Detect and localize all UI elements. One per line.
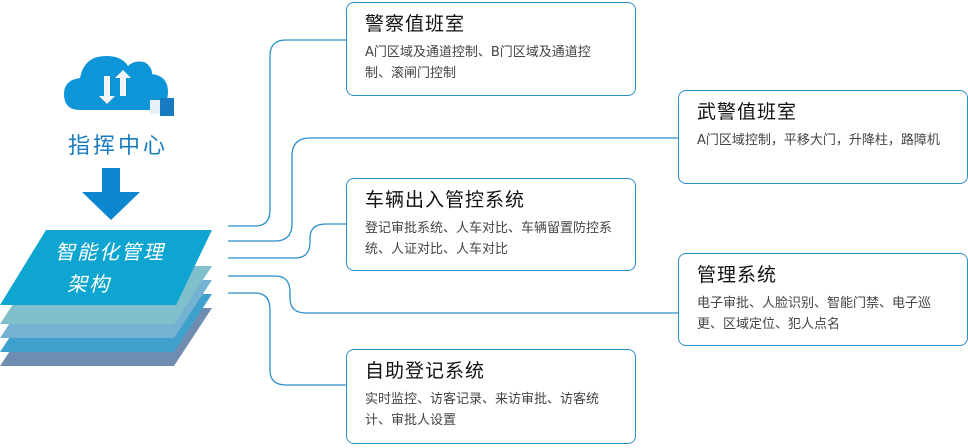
system-box-armed-police-duty: 武警值班室 A门区域控制，平移大门，升降柱，路障机 bbox=[678, 90, 968, 184]
architecture-label-line2: 架构 bbox=[67, 272, 111, 296]
system-title: 自助登记系统 bbox=[365, 360, 486, 382]
system-box-self-registration: 自助登记系统 实时监控、访客记录、来访审批、访客统计、审批人设置 bbox=[346, 349, 636, 444]
down-arrow-icon bbox=[82, 168, 140, 220]
command-center-label: 指挥中心 bbox=[68, 134, 169, 159]
system-desc: 登记审批系统、人车对比、车辆留置防控系统、人证对比、人车对比 bbox=[365, 221, 613, 257]
system-title: 武警值班室 bbox=[697, 101, 798, 123]
cloud-icon bbox=[64, 56, 174, 116]
system-desc: 电子审批、人脸识别、智能门禁、电子巡更、区域定位、犯人点名 bbox=[697, 296, 932, 332]
system-box-police-duty: 警察值班室 A门区域及通道控制、B门区域及通道控制、滚闸门控制 bbox=[346, 2, 636, 96]
system-desc: A门区域控制，平移大门，升降柱，路障机 bbox=[697, 133, 940, 148]
system-desc: A门区域及通道控制、B门区域及通道控制、滚闸门控制 bbox=[365, 45, 591, 81]
system-desc: 实时监控、访客记录、来访审批、访客统计、审批人设置 bbox=[365, 392, 600, 428]
system-title: 管理系统 bbox=[697, 264, 778, 286]
system-box-management: 管理系统 电子审批、人脸识别、智能门禁、电子巡更、区域定位、犯人点名 bbox=[678, 253, 968, 346]
system-title: 警察值班室 bbox=[365, 13, 466, 35]
architecture-label-line1: 智能化管理 bbox=[55, 240, 165, 264]
architecture-label: 智能化管理 架构 bbox=[55, 236, 205, 300]
system-title: 车辆出入管控系统 bbox=[365, 189, 526, 211]
system-box-vehicle-control: 车辆出入管控系统 登记审批系统、人车对比、车辆留置防控系统、人证对比、人车对比 bbox=[346, 178, 636, 271]
architecture-stack bbox=[0, 230, 212, 366]
